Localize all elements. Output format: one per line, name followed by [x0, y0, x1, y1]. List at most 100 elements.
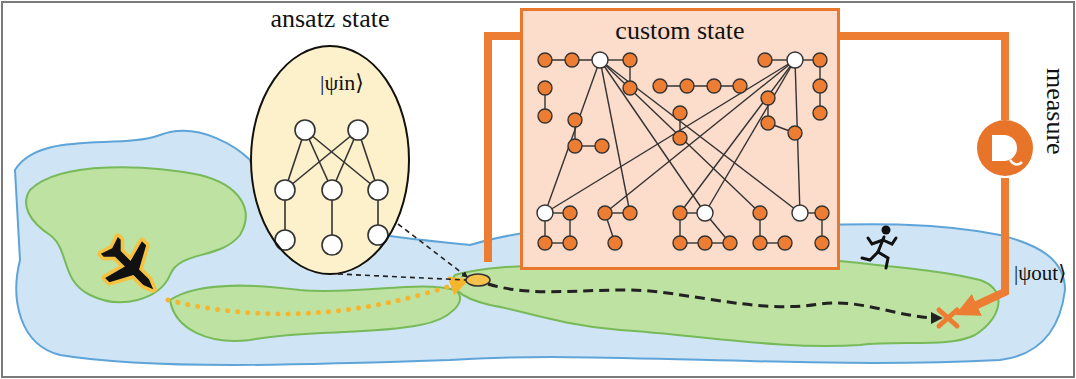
graph-vertex [538, 236, 552, 250]
landing-spot [466, 274, 490, 286]
graph-vertex [758, 53, 772, 67]
graph-vertex [787, 52, 803, 68]
node-heading: custom state [615, 17, 744, 46]
ansatz-fill [250, 45, 410, 275]
destination-cross [939, 310, 957, 326]
node-heading: measure [1040, 68, 1069, 155]
runner [882, 226, 891, 235]
graph-vertex [733, 79, 747, 93]
zoom-leader [338, 274, 466, 280]
graph-vertex [563, 236, 577, 250]
graph-vertex [568, 139, 582, 153]
graph-vertex [673, 206, 687, 220]
graph-vertex [653, 79, 667, 93]
measure-icon [977, 120, 1033, 176]
graph-vertex [813, 53, 827, 67]
graph-vertex [761, 116, 775, 130]
runner [862, 252, 878, 260]
meter-cable [1010, 160, 1022, 165]
graph-vertex [608, 236, 622, 250]
graph-vertex [322, 180, 342, 200]
graph-vertex [792, 205, 808, 221]
graph-vertex [680, 79, 694, 93]
graph-vertex [623, 206, 637, 220]
ansatz-graph [275, 120, 388, 255]
ellipse-outline [251, 46, 409, 274]
graph-vertex [707, 79, 721, 93]
runner [862, 226, 896, 269]
graph-vertex [813, 79, 827, 93]
graph-edge [660, 85, 740, 86]
node-heading: ansatz state [270, 5, 389, 34]
measure-icon [977, 120, 1033, 176]
custom-state-box: custom state [520, 8, 840, 270]
graph-edge [605, 60, 795, 213]
graph-vertex [595, 139, 609, 153]
graph-vertex [778, 236, 792, 250]
graph-vertex [275, 120, 388, 255]
graph-vertex [538, 109, 552, 123]
runner [883, 238, 896, 244]
airplane [91, 227, 172, 308]
graph-edge [285, 130, 358, 190]
state-label: |ψin⟩ [320, 71, 364, 95]
measure-arrow [966, 178, 1005, 310]
zoom-leader [338, 224, 466, 280]
graph-vertex [568, 113, 582, 127]
graph-vertex [275, 180, 295, 200]
walking-path [488, 284, 938, 318]
graph-vertex [753, 206, 767, 220]
graph-vertex [368, 180, 388, 200]
zoom-leader [398, 224, 466, 276]
graph-vertex [698, 236, 712, 250]
graph-edge [705, 60, 795, 213]
graph-vertex [815, 236, 829, 250]
graph-edge [305, 130, 378, 190]
ansatz-ellipse: ansatz state|ψin⟩ [250, 45, 410, 275]
flight-path [168, 282, 462, 314]
custom-fill [520, 8, 840, 270]
destination-cross [939, 310, 957, 326]
meter-symbol [992, 135, 1017, 161]
graph-vertex [592, 52, 608, 68]
graph-vertex [753, 236, 767, 250]
graph-edge [600, 60, 705, 213]
graph-vertex [598, 206, 612, 220]
graph-vertex [538, 53, 552, 67]
graph-edge [285, 130, 378, 245]
airplane [91, 227, 172, 308]
graph-vertex [538, 81, 552, 95]
graph-vertex [788, 126, 802, 140]
graph-edge [545, 60, 600, 213]
graph-edge [545, 60, 795, 213]
graph-vertex [322, 235, 342, 255]
graph-vertex [673, 131, 687, 145]
graph-vertex [623, 53, 637, 67]
airplane [91, 227, 172, 308]
graph-vertex [813, 106, 827, 120]
graph-vertex [537, 205, 553, 221]
graph-vertex [563, 206, 577, 220]
graph-vertex [295, 120, 315, 140]
graph-edge [680, 60, 795, 213]
destination-cross [939, 310, 957, 326]
graph-vertex [815, 206, 829, 220]
graph-vertex [673, 106, 687, 120]
graph-vertex [538, 53, 829, 250]
graph-vertex [623, 81, 637, 95]
graph-vertex [537, 52, 808, 221]
island [26, 167, 998, 346]
measure-circle: measure [977, 120, 1033, 176]
runner [868, 238, 883, 244]
graph-vertex [723, 236, 737, 250]
state-link [840, 36, 1005, 120]
graph-vertex [697, 205, 713, 221]
graph-edge [600, 60, 800, 213]
state-label: |ψout⟩ [1014, 262, 1066, 285]
graph-edge [600, 60, 760, 213]
graph-vertex [348, 120, 368, 140]
